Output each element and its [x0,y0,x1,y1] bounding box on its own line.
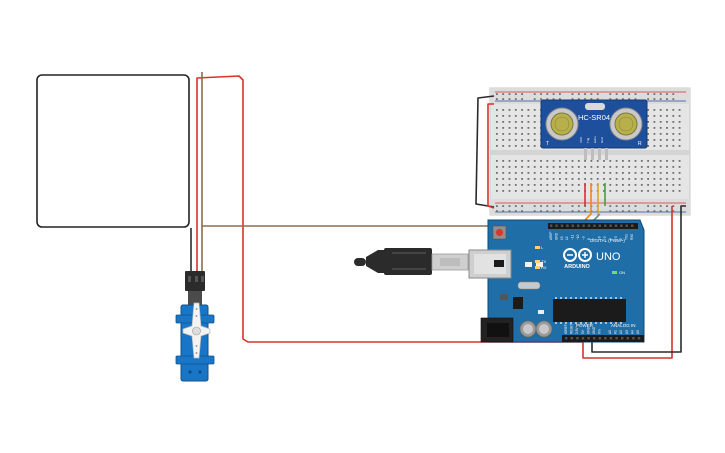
pin-label: A5 [636,330,640,334]
wire-red-power[interactable] [196,75,583,343]
pin-label: A1 [614,330,618,334]
sensor-pin-label: VCC [579,136,583,143]
arduino-logo-text: ARDUINO [564,264,590,270]
pin-label: TX1 [625,234,629,240]
pin-label: ~11 [571,235,575,240]
led-on-label: ON [619,270,625,275]
pin-label: 12 [565,236,569,240]
pin-label: 4 [608,238,612,240]
sensor-t-label: T [546,141,549,147]
pin-label: A0 [608,330,612,334]
pin-label: A3 [625,330,629,334]
pin-label: GND [592,326,596,334]
wires [190,72,686,359]
led-rx-label: RX [541,265,547,270]
led-tx-label: TX [541,259,546,264]
servo-motor[interactable] [175,271,215,382]
pin-label: IOREF [564,324,568,334]
pin-label: 13 [560,236,564,240]
wire-red-rail-left[interactable] [487,103,495,209]
breadboard-holes [496,93,681,212]
sensor-pin-label: Echo [593,136,597,143]
pin-label: 5V [581,329,585,334]
sensor-r-label: R [638,141,642,147]
analog-header-label: ANALOG IN [611,323,636,328]
pin-label: AREF [549,231,553,240]
pin-label: RESET [570,323,574,334]
empty-rectangle[interactable] [36,74,190,228]
pin-label: 8 [587,238,591,240]
arduino-uno-board[interactable]: L TX RX ON ARDUINO UNO DIGITAL (PWM~) PO… [468,219,645,343]
arduino-model-text: UNO [596,251,621,263]
arduino-logo-icon [563,248,592,262]
pin-label: GND [586,326,590,334]
sensor-pin-label: Gnd [600,137,604,143]
pin-label: ~3 [614,236,618,240]
digital-header-label: DIGITAL (PWM~) [590,238,625,243]
sensor-pin-label: Trig [586,138,590,143]
pin-label: 7 [592,238,596,240]
atmega-chip[interactable] [553,299,626,322]
pin-label: RX0 [630,234,634,240]
pin-label: ~6 [598,236,602,240]
pin-label: ~9 [581,236,585,240]
pin-label: ~5 [603,236,607,240]
pin-label: Vin [598,329,602,334]
power-header-label: POWER [576,323,594,328]
pin-label: A2 [619,330,623,334]
pin-label: 2 [619,238,623,240]
sensor-model-label: HC-SR04 [578,113,610,122]
pin-label: GND [554,232,558,240]
wire-black-rail-left[interactable] [475,95,495,208]
pin-label: ~10 [576,234,580,240]
usb-cable[interactable] [354,248,469,275]
pin-label: A4 [630,330,634,334]
ultrasonic-sensor[interactable]: HC-SR04 T R VCC Trig Echo Gnd [540,99,648,160]
servo-horn[interactable] [182,302,211,359]
pin-label: 3.3V [575,327,579,334]
wire-red-5v[interactable] [582,206,673,359]
wire-black-gnd[interactable] [591,205,686,353]
led-l-label: L [541,245,544,250]
